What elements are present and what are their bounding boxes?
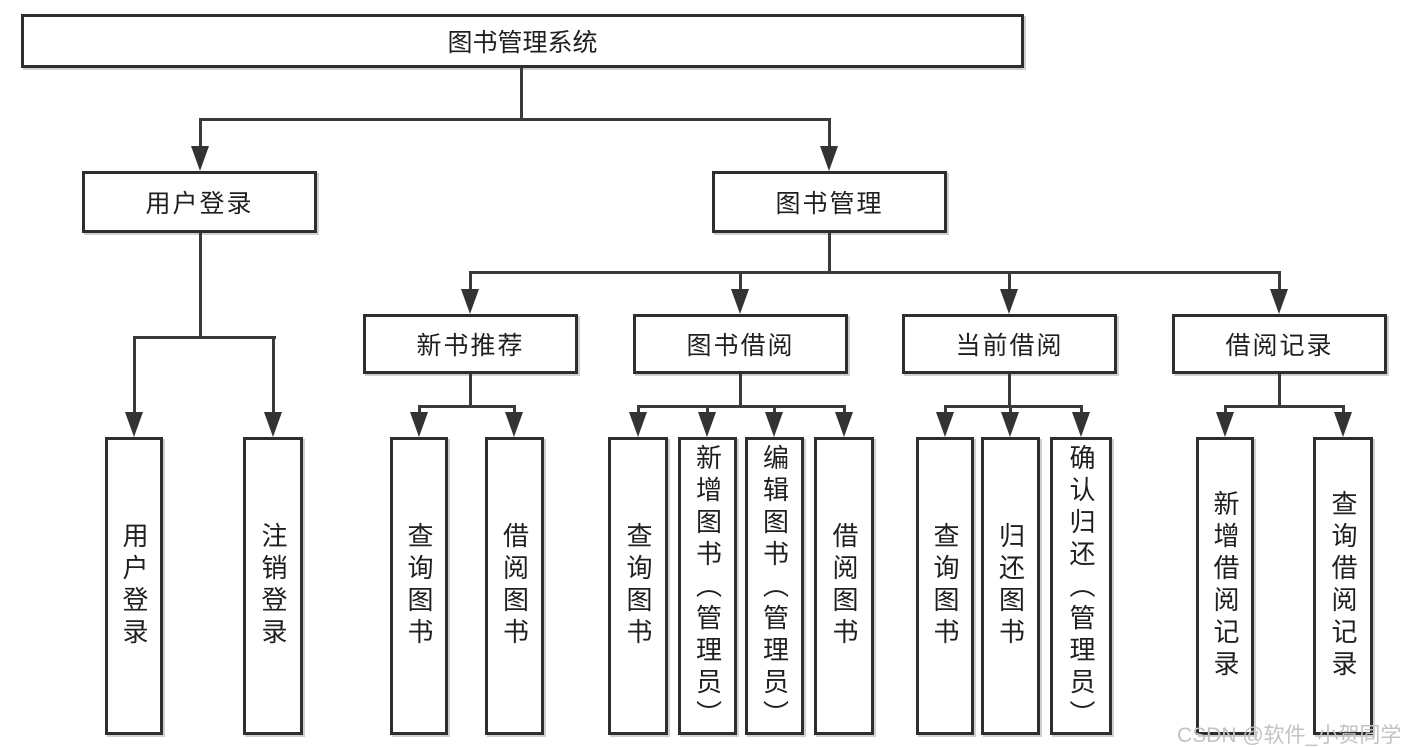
arrow-down-icon (125, 412, 143, 437)
connector-line (199, 118, 202, 150)
connector-line (272, 336, 275, 414)
leaf-confirm-return-admin: 确认归还（管理员） (1050, 437, 1112, 735)
connector-line (828, 118, 831, 150)
arrow-down-icon (936, 412, 954, 437)
leaf-query-books-current: 查询图书 (916, 437, 974, 735)
leaf-borrow-books: 借阅图书 (814, 437, 874, 735)
arrow-down-icon (820, 146, 838, 171)
connector-line (739, 374, 742, 407)
node-borrow-records: 借阅记录 (1172, 314, 1387, 374)
arrow-down-icon (1001, 412, 1019, 437)
leaf-return-books: 归还图书 (981, 437, 1040, 735)
arrow-down-icon (505, 412, 523, 437)
connector-line (843, 405, 846, 417)
connector-line (469, 271, 1281, 274)
connector-line (637, 405, 846, 408)
arrow-down-icon (461, 289, 479, 314)
arrow-down-icon (1216, 412, 1234, 437)
connector-line (1224, 405, 1227, 417)
arrow-down-icon (1270, 289, 1288, 314)
connector-line (706, 405, 709, 417)
connector-line (1278, 374, 1281, 407)
connector-line (199, 233, 202, 338)
leaf-query-books-borrow: 查询图书 (608, 437, 668, 735)
connector-line (1009, 405, 1012, 417)
arrow-down-icon (1072, 412, 1090, 437)
leaf-user-login: 用户登录 (105, 437, 163, 735)
leaf-query-borrow-record: 查询借阅记录 (1313, 437, 1373, 735)
node-library-management-system: 图书管理系统 (21, 14, 1024, 68)
node-book-management: 图书管理 (712, 171, 947, 233)
arrow-down-icon (1000, 289, 1018, 314)
arrow-down-icon (1334, 412, 1352, 437)
arrow-down-icon (765, 412, 783, 437)
arrow-down-icon (410, 412, 428, 437)
arrow-down-icon (264, 412, 282, 437)
connector-line (1224, 405, 1344, 408)
leaf-add-borrow-record: 新增借阅记录 (1196, 437, 1254, 735)
connector-line (773, 405, 776, 417)
connector-line (513, 405, 516, 417)
connector-line (1080, 405, 1083, 417)
arrow-down-icon (191, 146, 209, 171)
connector-line (520, 68, 523, 121)
arrow-down-icon (731, 289, 749, 314)
connector-line (1008, 271, 1011, 292)
arrow-down-icon (698, 412, 716, 437)
connector-line (739, 271, 742, 292)
connector-line (418, 405, 421, 417)
connector-line (1008, 374, 1011, 407)
connector-line (637, 405, 640, 417)
connector-line (199, 118, 831, 121)
leaf-add-books-admin: 新增图书（管理员） (678, 437, 737, 735)
csdn-watermark: CSDN @软件_小贺同学 (1177, 724, 1402, 747)
leaf-edit-books-admin: 编辑图书（管理员） (745, 437, 804, 735)
node-new-book-recommend: 新书推荐 (363, 314, 578, 374)
connector-line (469, 271, 472, 292)
connector-line (944, 405, 1083, 408)
connector-line (1278, 271, 1281, 292)
leaf-query-books-recommend: 查询图书 (390, 437, 448, 735)
arrow-down-icon (835, 412, 853, 437)
arrow-down-icon (629, 412, 647, 437)
connector-line (1342, 405, 1345, 417)
connector-line (944, 405, 947, 417)
connector-line (418, 405, 516, 408)
leaf-logout: 注销登录 (243, 437, 303, 735)
node-book-borrow: 图书借阅 (633, 314, 848, 374)
connector-line (828, 233, 831, 273)
connector-line (133, 336, 136, 414)
node-user-login: 用户登录 (82, 171, 317, 233)
node-current-borrow: 当前借阅 (902, 314, 1117, 374)
connector-line (133, 336, 276, 339)
leaf-borrow-books-recommend: 借阅图书 (485, 437, 544, 735)
connector-line (469, 374, 472, 407)
